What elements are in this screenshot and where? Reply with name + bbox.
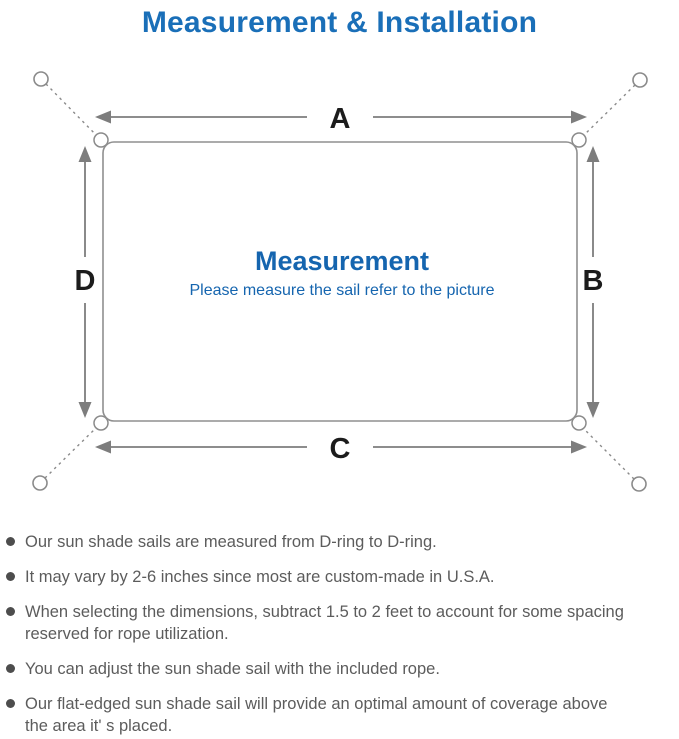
tension-line-bottom-left xyxy=(44,423,101,479)
note-item: It may vary by 2-6 inches since most are… xyxy=(6,566,679,588)
note-text: You can adjust the sun shade sail with t… xyxy=(25,660,440,678)
arrowhead-c-left-icon xyxy=(95,440,111,454)
anchor-rings xyxy=(32,71,648,492)
note-item: Our sun shade sails are measured from D-… xyxy=(6,531,679,553)
arrowhead-d-up-icon xyxy=(78,146,92,162)
dimension-lines xyxy=(84,116,594,448)
dimension-arrowheads xyxy=(78,110,600,454)
dim-label-a: A xyxy=(330,103,351,135)
arrowhead-c-right-icon xyxy=(571,440,587,454)
note-item: When selecting the dimensions, subtract … xyxy=(6,601,679,645)
arrowhead-b-down-icon xyxy=(586,402,600,418)
d-ring-bottom-left-icon xyxy=(93,415,109,431)
arrowhead-a-right-icon xyxy=(571,110,587,124)
sail-outline xyxy=(102,141,578,422)
diagram-subheading: Please measure the sail refer to the pic… xyxy=(189,282,494,299)
d-ring-top-left-icon xyxy=(93,132,109,148)
bullet-dot-icon xyxy=(6,699,15,708)
d-ring-bottom-right-icon xyxy=(571,415,587,431)
arrowhead-a-left-icon xyxy=(95,110,111,124)
note-item: Our flat-edged sun shade sail will provi… xyxy=(6,693,679,737)
note-text: Our sun shade sails are measured from D-… xyxy=(25,533,437,551)
anchor-ring-bottom-right-icon xyxy=(631,476,647,492)
bullet-dot-icon xyxy=(6,664,15,673)
arrowhead-b-up-icon xyxy=(586,146,600,162)
arrowhead-d-down-icon xyxy=(78,402,92,418)
dim-label-c: C xyxy=(330,433,351,465)
corner-d-rings xyxy=(93,132,587,431)
note-text: When selecting the dimensions, subtract … xyxy=(25,603,624,643)
note-text: It may vary by 2-6 inches since most are… xyxy=(25,568,495,586)
page-title: Measurement & Installation xyxy=(141,6,538,39)
note-item: You can adjust the sun shade sail with t… xyxy=(6,658,679,680)
notes-list: Our sun shade sails are measured from D-… xyxy=(0,531,679,737)
anchor-ring-bottom-left-icon xyxy=(32,475,48,491)
note-text: Our flat-edged sun shade sail will provi… xyxy=(25,695,608,735)
bullet-dot-icon xyxy=(6,572,15,581)
anchor-ring-top-right-icon xyxy=(632,72,648,88)
anchor-ring-top-left-icon xyxy=(33,71,49,87)
bullet-dot-icon xyxy=(6,607,15,616)
measurement-diagram: A B C D Measurement Please measure the s… xyxy=(0,55,679,517)
tension-line-top-right xyxy=(579,84,636,140)
dim-label-b: B xyxy=(583,265,604,297)
d-ring-top-right-icon xyxy=(571,132,587,148)
tension-line-bottom-right xyxy=(578,423,635,480)
bullet-dot-icon xyxy=(6,537,15,546)
tension-line-top-left xyxy=(45,83,101,140)
diagram-heading: Measurement xyxy=(255,246,429,276)
dim-label-d: D xyxy=(75,265,96,297)
